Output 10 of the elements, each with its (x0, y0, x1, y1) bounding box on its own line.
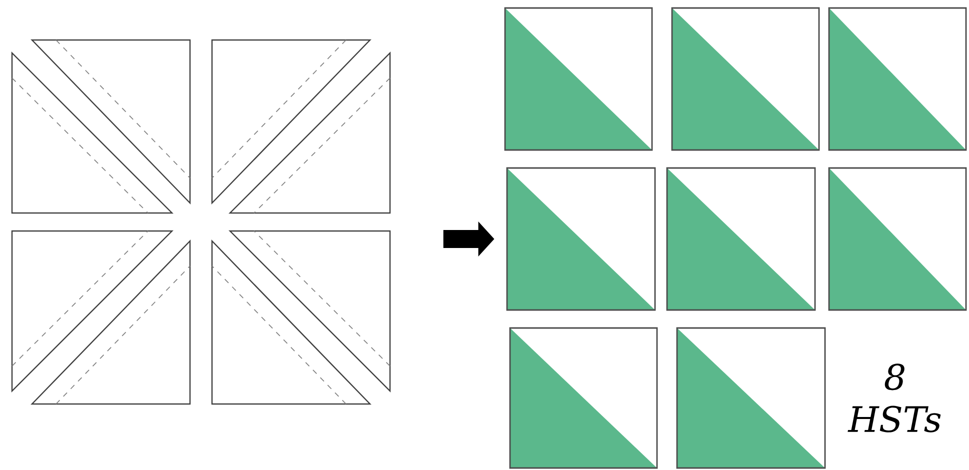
half-square-triangle (828, 167, 967, 311)
half-square-triangle (671, 7, 820, 151)
half-square-triangle (828, 7, 967, 151)
half-square-triangle (676, 327, 826, 469)
half-square-triangle (666, 167, 816, 311)
quilt-pieces-drawing (11, 39, 391, 405)
hst-count-label: 8 HSTs (848, 364, 941, 432)
half-square-triangle (506, 167, 656, 311)
half-square-triangle (509, 327, 658, 469)
half-square-triangle (504, 7, 653, 151)
